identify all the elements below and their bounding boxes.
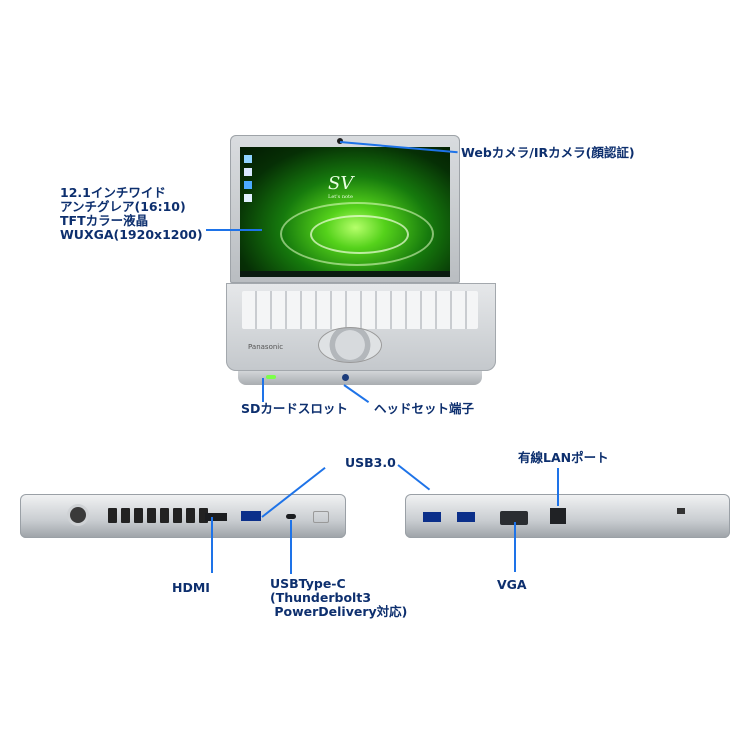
vga-label: VGA xyxy=(497,577,527,592)
usb30-label: USB3.0 xyxy=(345,455,396,470)
usb-c-port xyxy=(286,514,296,519)
usb30-port-right-1 xyxy=(423,512,441,522)
usb30-port-right-2 xyxy=(457,512,475,522)
headset-jack xyxy=(342,374,349,381)
display-line-3: TFTカラー液晶 xyxy=(60,213,149,228)
wallpaper-ring-inner xyxy=(310,215,409,254)
display-line-2: アンチグレア(16:10) xyxy=(60,199,186,214)
display-callout-line xyxy=(206,229,262,231)
usbc-line-3: PowerDelivery対応) xyxy=(270,604,408,619)
laptop-front-edge xyxy=(238,371,482,385)
lan-label: 有線LANポート xyxy=(518,450,609,465)
display-label: 12.1インチワイド アンチグレア(16:10) TFTカラー液晶 WUXGA(… xyxy=(60,186,203,242)
lan-port xyxy=(550,508,566,524)
screen-logo-text: SV xyxy=(328,173,354,194)
hdmi-callout-line xyxy=(211,517,213,573)
hdmi-port xyxy=(205,513,227,521)
usbc-line-2: (Thunderbolt3 xyxy=(270,590,372,605)
usbc-callout-line xyxy=(290,520,292,574)
round-touchpad xyxy=(318,327,382,363)
laptop-lid: SV Let's note xyxy=(230,135,460,283)
laptop-right-side-photo xyxy=(405,478,730,548)
wallpaper-ring xyxy=(280,202,434,266)
keyboard xyxy=(242,291,478,329)
sd-slot-callout-line xyxy=(262,378,264,402)
display-line-4: WUXGA(1920x1200) xyxy=(60,227,203,242)
screen-taskbar xyxy=(240,271,450,277)
brand-print: Panasonic xyxy=(248,343,284,351)
security-lock-slot xyxy=(677,508,685,514)
sd-slot-indicator xyxy=(266,375,276,379)
sd-slot-label: SDカードスロット xyxy=(241,401,348,416)
screen-logo: SV Let's note xyxy=(328,173,353,200)
right-side-body xyxy=(405,494,730,538)
lan-callout-line xyxy=(557,468,559,506)
usbc-label: USBType-C (Thunderbolt3 PowerDelivery対応) xyxy=(270,577,407,619)
laptop-base: Panasonic xyxy=(226,283,496,371)
webcam-label: Webカメラ/IRカメラ(顔認証) xyxy=(461,145,635,160)
vga-port xyxy=(500,511,528,525)
webcam-lens xyxy=(337,138,343,144)
usb30-port-left xyxy=(241,511,261,521)
laptop-screen: SV Let's note xyxy=(240,147,450,277)
desktop-icons xyxy=(244,155,252,202)
headset-label: ヘッドセット端子 xyxy=(374,401,475,416)
display-line-1: 12.1インチワイド xyxy=(60,185,166,200)
laptop-front-photo: SV Let's note Panasonic xyxy=(226,135,498,387)
power-jack xyxy=(70,507,86,523)
usbc-line-1: USBType-C xyxy=(270,576,346,591)
kensington-slot xyxy=(313,511,329,523)
laptop-left-side-photo xyxy=(20,488,346,546)
hdmi-label: HDMI xyxy=(172,580,210,595)
screen-logo-subtext: Let's note xyxy=(328,194,354,200)
left-side-body xyxy=(20,494,346,538)
vga-callout-line xyxy=(514,522,516,572)
